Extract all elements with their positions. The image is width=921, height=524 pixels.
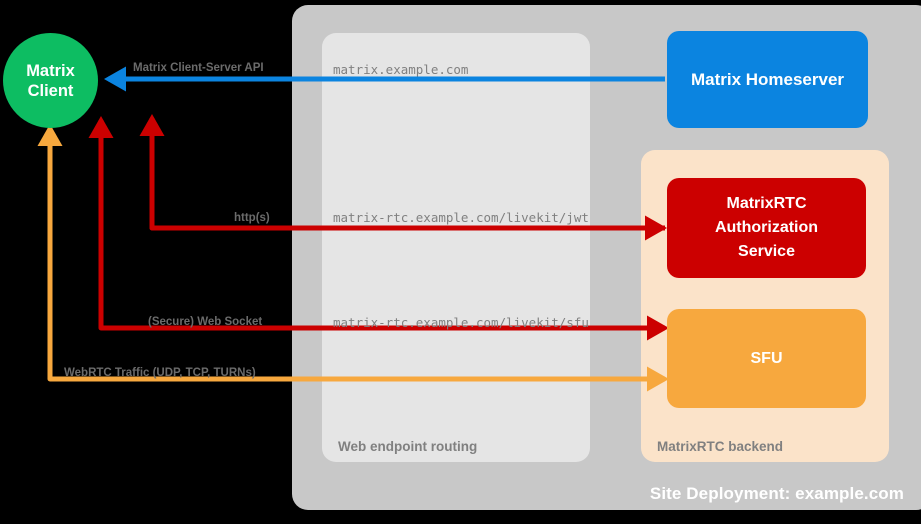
site-deployment-label: Site Deployment: example.com bbox=[649, 484, 904, 503]
node-matrixrtc-authorization-service[interactable]: MatrixRTC Authorization Service bbox=[667, 178, 866, 278]
flow-label-websocket: (Secure) Web Socket bbox=[148, 316, 263, 328]
node-matrix-client[interactable]: Matrix Client bbox=[3, 33, 98, 128]
flow-label-webrtc: WebRTC Traffic (UDP, TCP, TURNs) bbox=[64, 367, 256, 379]
node-matrix-homeserver-label: Matrix Homeserver bbox=[690, 69, 845, 89]
node-matrix-homeserver[interactable]: Matrix Homeserver bbox=[667, 31, 868, 128]
web-endpoint-routing-label: Web endpoint routing bbox=[338, 439, 478, 454]
endpoint-url-livekit-jwt: matrix-rtc.example.com/livekit/jwt bbox=[333, 210, 589, 225]
node-sfu-label: SFU bbox=[750, 349, 783, 367]
matrixrtc-backend-label: MatrixRTC backend bbox=[657, 439, 784, 454]
web-endpoint-routing-panel bbox=[322, 33, 590, 462]
endpoint-url-matrix: matrix.example.com bbox=[333, 62, 469, 77]
flow-label-cs-api: Matrix Client-Server API bbox=[133, 62, 264, 74]
node-matrixrtc-authorization-service-label: MatrixRTC Authorization Service bbox=[714, 195, 819, 260]
endpoint-url-livekit-sfu: matrix-rtc.example.com/livekit/sfu bbox=[333, 315, 589, 330]
flow-label-https: http(s) bbox=[234, 212, 270, 224]
node-matrix-client-label: Matrix Client bbox=[26, 61, 75, 100]
node-sfu[interactable]: SFU bbox=[667, 309, 866, 408]
